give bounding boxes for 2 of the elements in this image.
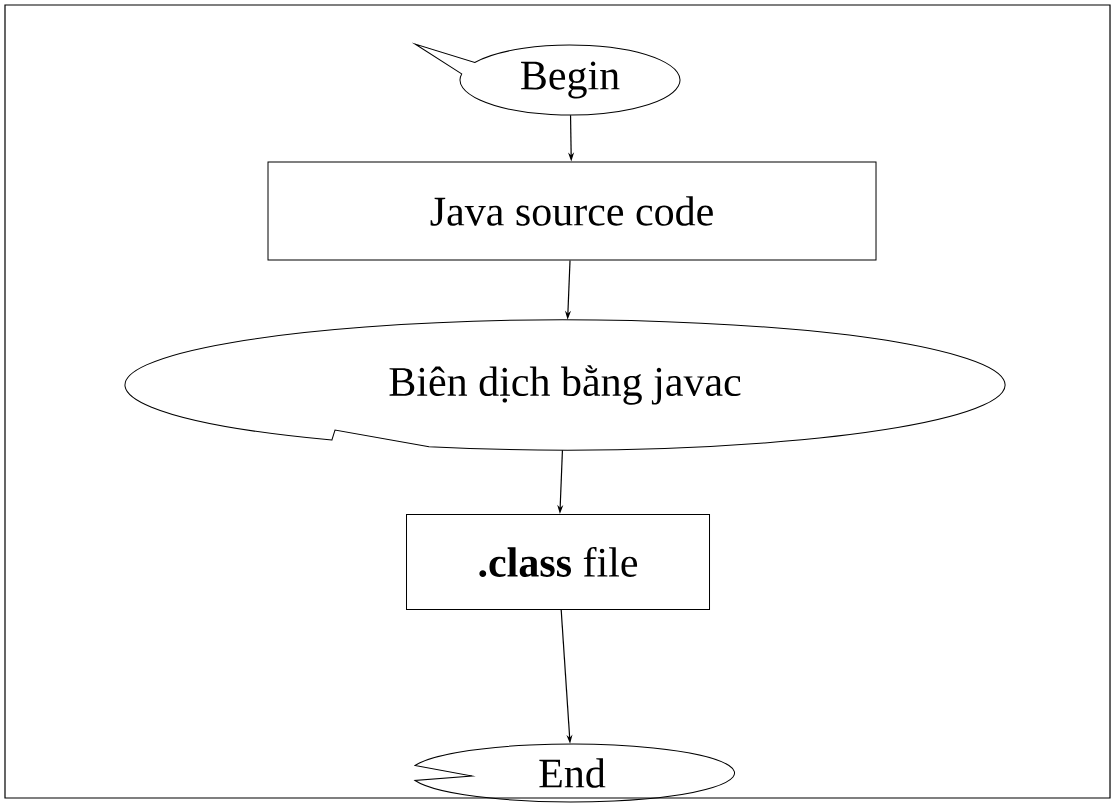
process-box: Java source code <box>267 161 877 261</box>
process-box: .class file <box>406 514 710 610</box>
